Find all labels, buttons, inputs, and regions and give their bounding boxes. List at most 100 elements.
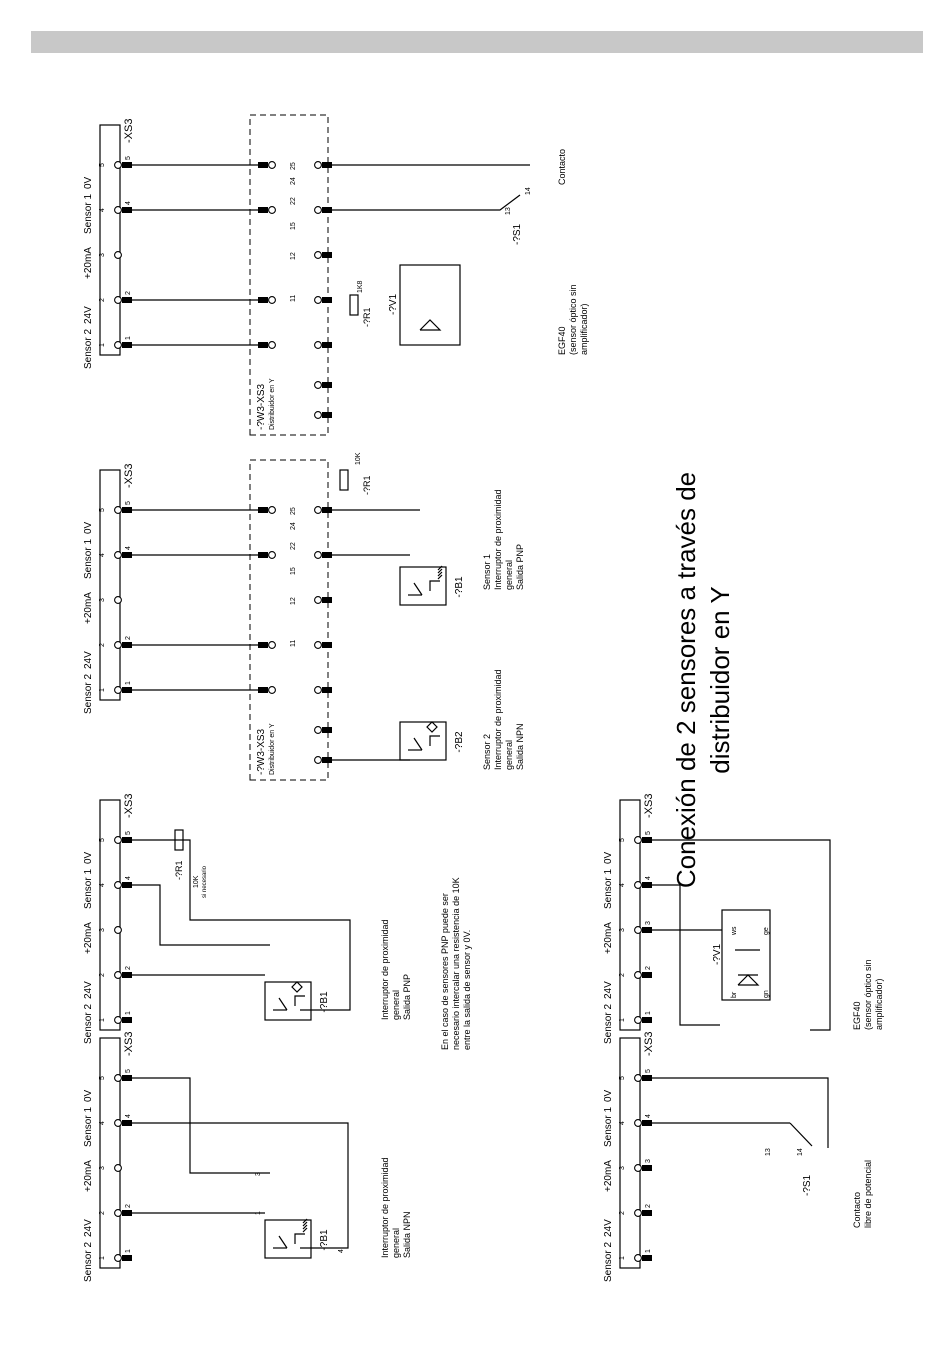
output-contact — [322, 297, 332, 303]
caption-contact-free: Contacto — [852, 1192, 862, 1228]
pin-contact — [122, 687, 132, 693]
wire-number: 5 — [125, 1069, 132, 1073]
output-socket — [314, 161, 322, 169]
caption-sensor2: Salida NPN — [515, 723, 525, 770]
pin-number: 5 — [619, 1076, 626, 1080]
wire-number: 2 — [125, 966, 132, 970]
pin-number: 1 — [619, 1018, 626, 1022]
wire-number: 5 — [125, 501, 132, 505]
terminal-strip — [99, 1037, 121, 1269]
output-contact — [322, 552, 332, 558]
wire-number: 4 — [125, 546, 132, 550]
pin-socket — [634, 926, 642, 934]
pin-socket — [114, 1254, 122, 1262]
pin-socket — [114, 551, 122, 559]
pin-contact — [122, 342, 132, 348]
wire-number: 3 — [645, 1159, 652, 1163]
terminal-label: Sensor 1 — [83, 869, 94, 909]
terminal-name: -XS3 — [123, 794, 135, 818]
terminal-label: +20mA — [603, 922, 614, 954]
pin-contact — [122, 837, 132, 843]
resistor-value: 10K — [355, 452, 362, 465]
pin-number: 3 — [99, 598, 106, 602]
terminal-label: 0V — [83, 1089, 94, 1102]
pin-number: 2 — [99, 298, 106, 302]
caption-pnp: Interruptor de proximidad — [380, 919, 390, 1020]
pin-socket — [634, 1016, 642, 1024]
emitter-arrow — [302, 1221, 308, 1227]
wire-br-label: br — [731, 991, 738, 998]
sensor-diamond — [291, 981, 303, 993]
pin-socket — [114, 641, 122, 649]
pin-number: 4 — [619, 1121, 626, 1125]
contact-arm — [332, 194, 521, 211]
emitter-arrow — [437, 574, 443, 580]
note-line: entre la salida de sensor y 0V. — [462, 930, 472, 1050]
splitter-contact — [258, 342, 268, 348]
splitter-contact — [258, 162, 268, 168]
emitter-arrow — [437, 568, 443, 574]
wire-number: 4 — [125, 876, 132, 880]
pin-number: 1 — [99, 1256, 106, 1260]
switch-line — [413, 737, 423, 751]
terminal-label: Sensor 2 — [83, 674, 94, 714]
terminal-strip — [99, 799, 121, 1031]
switch-line — [294, 1233, 305, 1244]
wire-number: 5 — [645, 831, 652, 835]
terminal-strip — [619, 799, 641, 1031]
terminal-label: Sensor 2 — [83, 1004, 94, 1044]
output-socket — [314, 251, 322, 259]
output-socket — [314, 641, 322, 649]
output-contact — [322, 382, 332, 388]
output-contact — [322, 687, 332, 693]
terminal-label: Sensor 2 — [83, 329, 94, 369]
splitter-socket — [268, 341, 276, 349]
pin-socket — [634, 1119, 642, 1127]
output-socket — [314, 506, 322, 514]
caption-egf40: (sensor óptico sin — [863, 959, 873, 1030]
contact-13: 13 — [765, 1148, 772, 1156]
pin-socket — [114, 296, 122, 304]
splitter-num: 22 — [290, 542, 297, 550]
output-socket — [314, 686, 322, 694]
wire-number: 1 — [125, 681, 132, 685]
pin-contact — [122, 507, 132, 513]
switch-line — [413, 582, 423, 596]
resistor-tag: -?R1 — [362, 307, 372, 327]
caption-sensor1: Sensor 1 — [482, 554, 492, 590]
wire-number: 5 — [125, 156, 132, 160]
output-socket — [314, 341, 322, 349]
pin-contact — [122, 1120, 132, 1126]
pin-socket — [634, 1164, 642, 1172]
contact-tag: -?S1 — [512, 223, 523, 245]
led-symbol — [419, 319, 442, 331]
pin-socket — [114, 926, 122, 934]
wire-number: 4 — [645, 1114, 652, 1118]
terminal-label: Sensor 2 — [603, 1004, 614, 1044]
splitter-socket — [268, 506, 276, 514]
wire-number: 2 — [125, 636, 132, 640]
terminal-label: 0V — [83, 521, 94, 534]
pin-socket — [114, 1119, 122, 1127]
caption-pnp: general — [391, 990, 401, 1020]
sensor-tag: -?V1 — [712, 943, 723, 965]
wire-number: 5 — [125, 831, 132, 835]
pin-contact — [122, 207, 132, 213]
splitter-subtitle: Distribuidor en Y — [269, 378, 276, 430]
sensor-tag: -?V1 — [388, 293, 399, 315]
terminal-label: Sensor 2 — [83, 1242, 94, 1282]
caption-egf40: EGF40 — [557, 326, 567, 355]
contact-arm — [789, 1122, 813, 1147]
pin-number: 2 — [619, 1211, 626, 1215]
splitter-num: 22 — [290, 197, 297, 205]
pin-socket — [114, 251, 122, 259]
sensor-diamond — [426, 721, 438, 733]
terminal-label: Sensor 2 — [603, 1242, 614, 1282]
pin-number: 1 — [99, 688, 106, 692]
splitter-contact — [258, 297, 268, 303]
splitter-socket — [268, 296, 276, 304]
note-line: necesario intercalar una resistencia de … — [451, 877, 461, 1050]
page-title: distribuidor en Y — [705, 586, 735, 773]
splitter-num: 12 — [290, 597, 297, 605]
pin-number: 5 — [99, 1076, 106, 1080]
